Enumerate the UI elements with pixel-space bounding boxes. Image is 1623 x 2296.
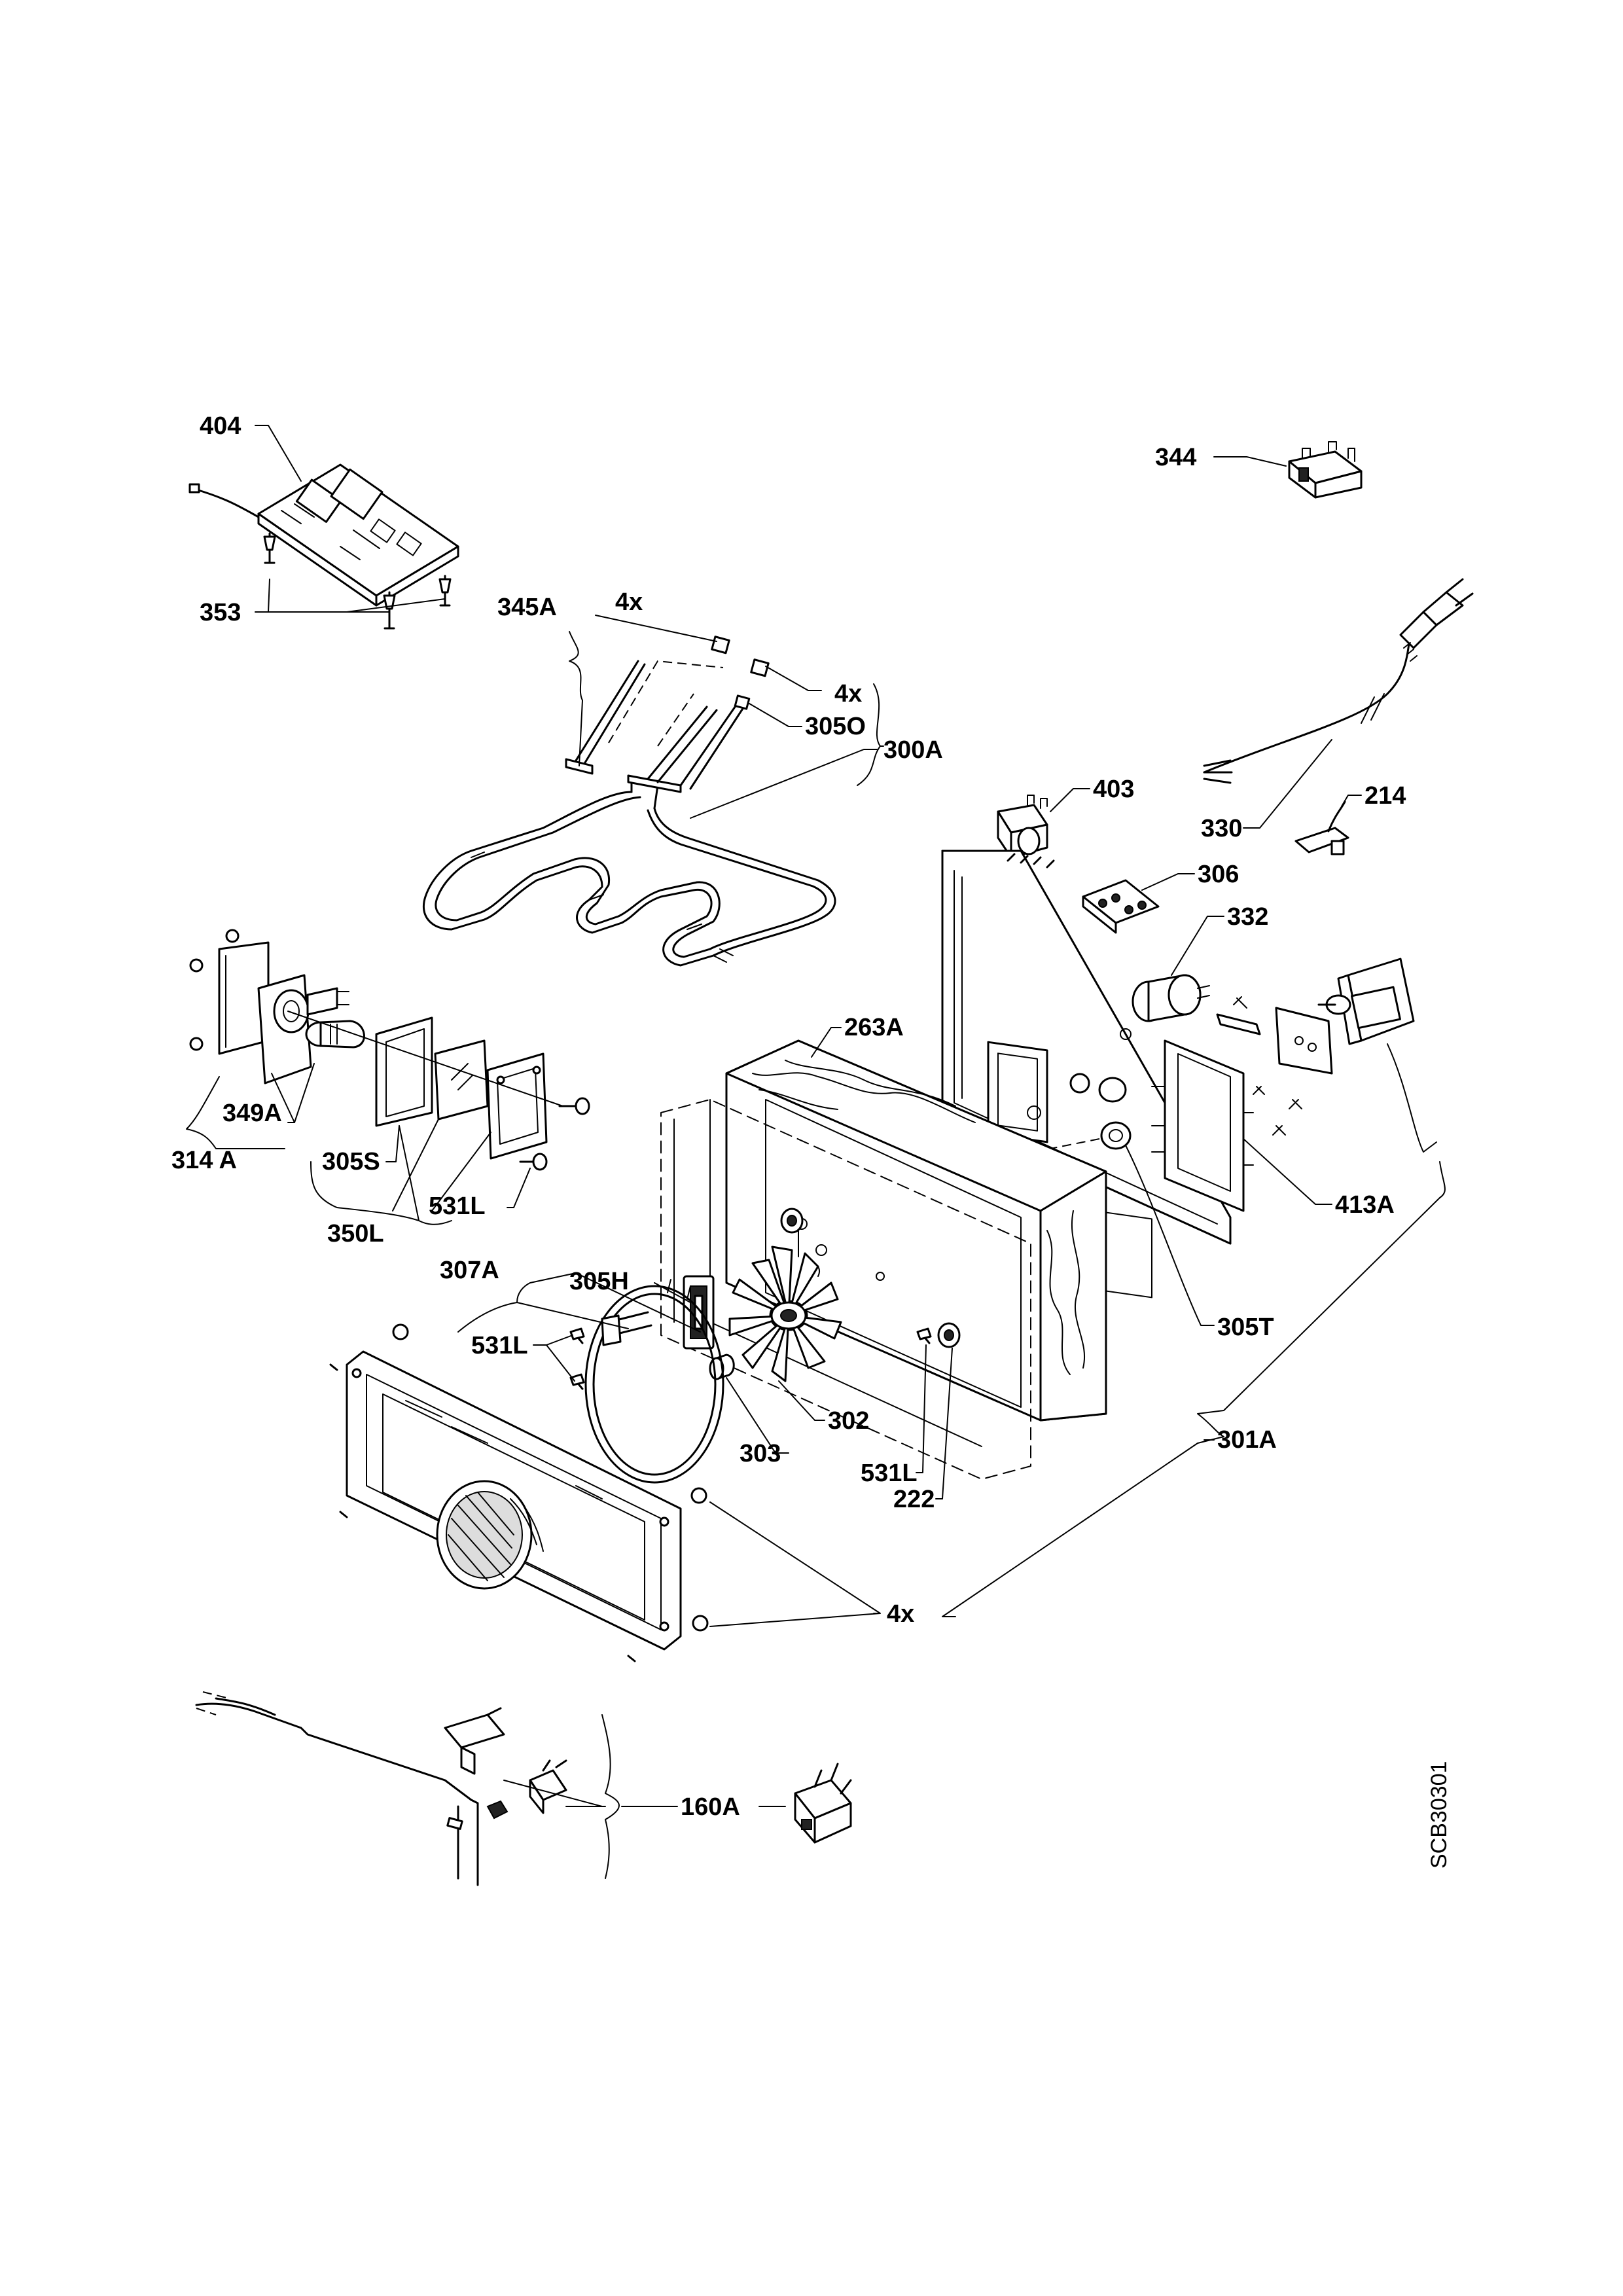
cable-clip-214 [1294,800,1349,855]
label-413A: 413A [1335,1191,1395,1219]
label-305T: 305T [1217,1314,1274,1341]
leader-305H [654,1282,691,1303]
leader-160A [503,1780,786,1807]
leader-300A [690,749,878,819]
leader-403 [1050,788,1090,812]
leader-344 [1213,456,1287,467]
label-4x-b: 4x [834,680,862,708]
leader-303 [726,1377,789,1454]
leader-4x-b [765,666,822,691]
relay-344 [1288,441,1363,499]
leader-4x-c [709,1501,881,1627]
door-frame [195,1691,479,1886]
lamp-seal-305S [375,1016,433,1127]
label-349A: 349A [223,1100,282,1127]
grill-element-300A [422,636,836,967]
label-403: 403 [1093,776,1134,803]
control-board-404 [188,463,459,607]
leader-214 [1341,795,1362,807]
drawing-code: SCB30301 [1427,1761,1452,1869]
label-531L-b: 531L [471,1332,528,1359]
label-350L: 350L [327,1220,384,1247]
lamp-screws-531L [519,1097,590,1171]
bracket-301A [942,1161,1446,1617]
leader-404 [255,425,302,482]
bracket-314A [186,1076,285,1149]
label-314A: 314 A [171,1147,237,1174]
label-305S: 305S [322,1148,380,1175]
leader-531L-b [533,1335,575,1382]
label-263A: 263A [844,1014,904,1041]
fan-motor-413A [1151,958,1415,1212]
ring-element-307A [584,1279,724,1484]
label-353: 353 [200,599,241,626]
fan-screws-531L [569,1327,585,1390]
label-4x-a: 4x [615,588,643,616]
switch-parts-160A [444,1707,852,1844]
leader-4x-a [595,615,717,642]
capacitor-332 [1132,974,1210,1022]
leader-306 [1141,873,1195,891]
label-214: 214 [1364,782,1406,810]
label-332: 332 [1227,903,1268,931]
leader-413A [1243,1138,1332,1205]
leader-531L-a [507,1168,531,1208]
label-222: 222 [893,1486,935,1513]
label-302: 302 [828,1407,869,1435]
label-301A: 301A [1217,1426,1277,1454]
label-344: 344 [1155,444,1196,471]
label-4x-c: 4x [887,1600,914,1628]
rear-screws-531L-222 [780,1208,961,1348]
label-531L-a: 531L [429,1193,486,1220]
rear-cover [329,1323,709,1662]
leader-305T [1125,1145,1215,1326]
leader-305O [749,703,802,727]
leader-263A [811,1027,842,1058]
label-307A: 307A [440,1257,499,1284]
terminal-block-306 [1082,879,1160,934]
bracket-350L [310,1119,491,1225]
board-spacers-353 [263,532,452,630]
fan-blade-302 [728,1246,842,1382]
bracket-160A [601,1714,620,1879]
leader-330 [1243,739,1332,829]
label-160A: 160A [681,1793,740,1821]
label-300A: 300A [883,736,943,764]
label-330: 330 [1201,815,1242,842]
label-345A: 345A [497,594,557,621]
bracket-413A [1387,1043,1437,1153]
leader-222 [935,1348,953,1499]
bushing-305T [1098,1077,1132,1150]
label-305H: 305H [569,1268,629,1295]
lamp-axis-line [287,1011,563,1107]
leader-353 [255,579,446,613]
label-404: 404 [200,412,241,440]
leader-345A [569,631,583,766]
lamp-cover-350L [486,1052,548,1160]
label-303: 303 [740,1440,781,1467]
label-531L-c: 531L [861,1460,918,1487]
mains-cable-330 [1203,578,1474,784]
bracket-300A [857,683,884,786]
label-306: 306 [1198,861,1239,888]
leader-349A [271,1063,315,1123]
leader-305S [385,1125,400,1162]
solenoid-403 [997,795,1048,859]
leader-302 [778,1380,825,1421]
bracket-307A [457,1272,701,1333]
lamp-glass [434,1039,489,1121]
gasket-305H [683,1275,715,1350]
label-305O: 305O [805,713,866,740]
lamp-assembly-314A [189,929,365,1085]
leader-531L-c [916,1344,927,1473]
leader-332 [1171,916,1224,976]
